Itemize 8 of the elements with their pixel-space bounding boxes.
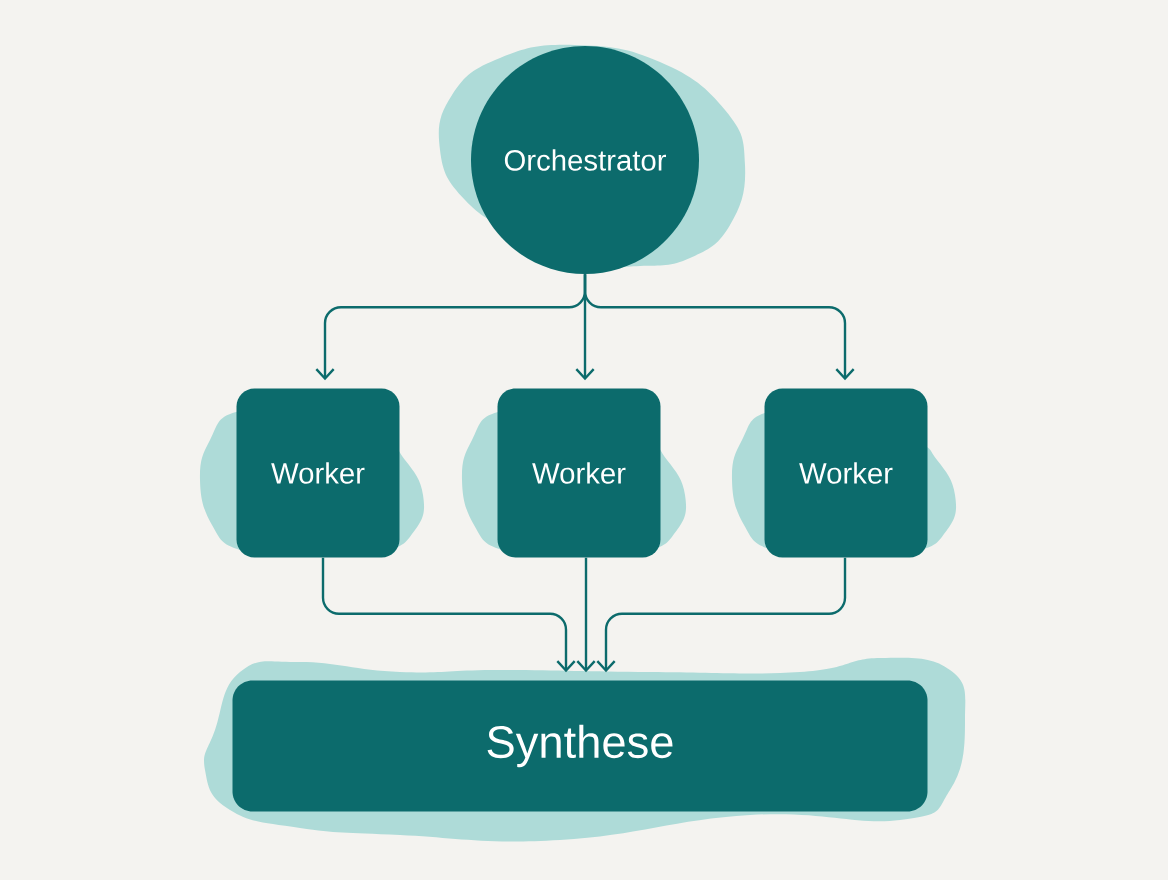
arrow	[576, 557, 596, 673]
process-box: Worker	[461, 388, 687, 558]
arrow	[583, 274, 855, 381]
process-box: Worker	[731, 388, 957, 558]
arrow	[596, 557, 847, 673]
process-box: Worker	[199, 388, 425, 558]
process-box: Synthese	[204, 657, 966, 842]
arrow	[321, 557, 576, 673]
